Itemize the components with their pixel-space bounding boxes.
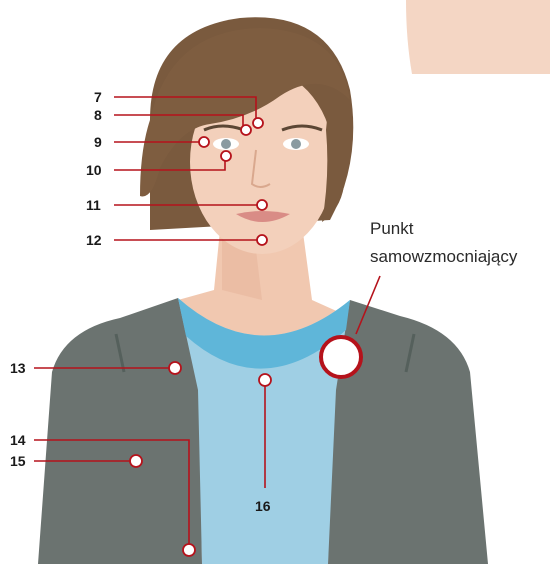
marker-self-reinforcing [321, 337, 361, 377]
skin-swatch [406, 0, 550, 74]
label-13: 13 [10, 360, 26, 376]
label-10: 10 [86, 162, 102, 178]
marker-8 [241, 125, 251, 135]
label-11: 11 [86, 197, 101, 213]
callout-line-2: samowzmocniający [370, 247, 518, 266]
marker-7 [253, 118, 263, 128]
marker-15 [130, 455, 142, 467]
label-14: 14 [10, 432, 26, 448]
label-9: 9 [94, 134, 102, 150]
label-8: 8 [94, 107, 102, 123]
label-16: 16 [255, 498, 271, 514]
marker-14 [183, 544, 195, 556]
label-12: 12 [86, 232, 102, 248]
marker-11 [257, 200, 267, 210]
left-iris [221, 139, 231, 149]
marker-13 [169, 362, 181, 374]
callout-line-1: Punkt [370, 219, 414, 238]
right-iris [291, 139, 301, 149]
marker-9 [199, 137, 209, 147]
label-15: 15 [10, 453, 26, 469]
label-7: 7 [94, 89, 102, 105]
marker-12 [257, 235, 267, 245]
marker-10 [221, 151, 231, 161]
marker-16 [259, 374, 271, 386]
